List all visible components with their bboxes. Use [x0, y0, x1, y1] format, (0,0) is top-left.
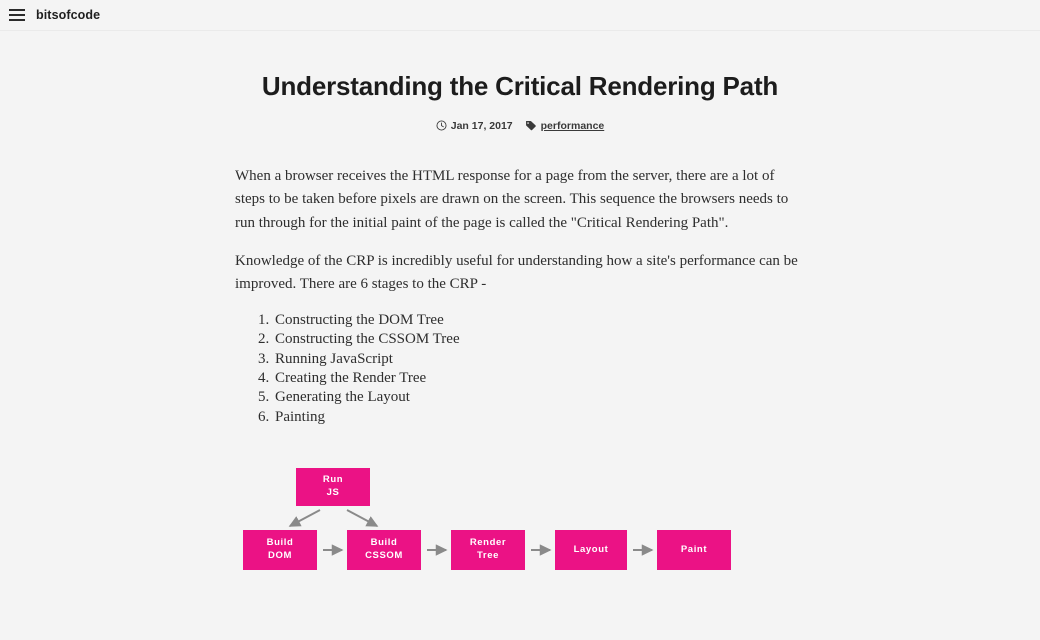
top-navigation-bar: bitsofcode — [0, 0, 1040, 31]
list-item: Constructing the DOM Tree — [273, 312, 805, 329]
arrow-runjs-to-builddom — [288, 509, 321, 527]
hamburger-menu-icon[interactable] — [9, 9, 25, 21]
post-meta: Jan 17, 2017 performance — [235, 120, 805, 132]
list-item: Generating the Layout — [273, 389, 805, 406]
node-line: CSSOM — [365, 550, 403, 562]
hamburger-bar — [9, 19, 25, 21]
node-line: Render — [469, 537, 507, 549]
article-container: Understanding the Critical Rendering Pat… — [0, 31, 1040, 640]
tag-icon — [525, 120, 537, 131]
diagram-node-render-tree: Render Tree — [451, 530, 525, 571]
hamburger-bar — [9, 9, 25, 11]
node-line: Run — [322, 474, 344, 486]
node-line: Paint — [680, 543, 708, 555]
paragraph-1: When a browser receives the HTML respons… — [235, 167, 789, 231]
diagram-node-build-cssom: Build CSSOM — [347, 530, 421, 571]
crp-flow-diagram: Run JS Build DOM Build CSSOM Render Tree… — [235, 458, 805, 583]
node-line: DOM — [268, 550, 292, 562]
page-title: Understanding the Critical Rendering Pat… — [261, 71, 779, 101]
clock-icon — [436, 120, 447, 131]
node-line: Build — [266, 537, 294, 549]
post-date: Jan 17, 2017 — [436, 120, 513, 132]
list-item: Creating the Render Tree — [273, 370, 805, 387]
content-wrapper: Understanding the Critical Rendering Pat… — [235, 70, 805, 640]
list-item: Painting — [273, 409, 805, 426]
post-tag: performance — [525, 119, 605, 132]
list-item: Constructing the CSSOM Tree — [273, 331, 805, 348]
node-line: Layout — [573, 543, 609, 555]
arrow-runjs-to-buildcssom — [346, 509, 379, 527]
paragraph-2: Knowledge of the CRP is incredibly usefu… — [235, 252, 798, 293]
diagram-node-layout: Layout — [555, 530, 627, 571]
node-line: Build — [370, 537, 398, 549]
intro-body: When a browser receives the HTML respons… — [235, 165, 805, 297]
diagram-node-paint: Paint — [657, 530, 731, 571]
list-item: Running JavaScript — [273, 351, 805, 368]
site-brand-link[interactable]: bitsofcode — [36, 8, 101, 22]
diagram-node-run-js: Run JS — [296, 468, 370, 507]
hamburger-bar — [9, 14, 25, 16]
node-line: JS — [326, 487, 340, 499]
diagram-node-build-dom: Build DOM — [243, 530, 317, 571]
post-tag-link[interactable]: performance — [540, 119, 605, 132]
node-line: Tree — [477, 550, 499, 562]
crp-stage-list: Constructing the DOM Tree Constructing t… — [235, 312, 805, 426]
post-date-text: Jan 17, 2017 — [450, 119, 513, 132]
